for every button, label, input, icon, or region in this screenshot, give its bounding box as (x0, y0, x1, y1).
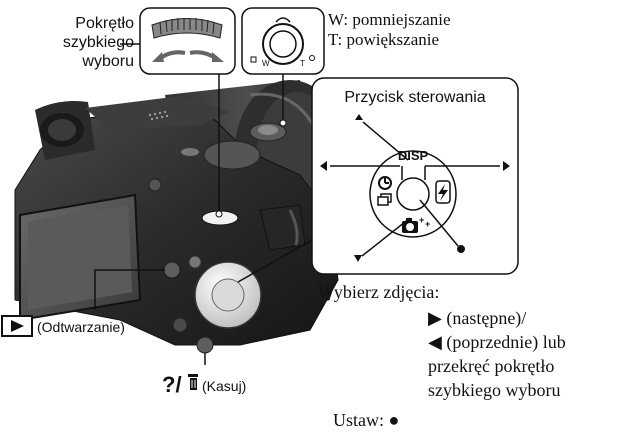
zoom-w-key: W (262, 59, 270, 68)
power-button (181, 148, 199, 156)
menu-button (172, 317, 188, 333)
zoom-w-text: W: pomniejszanie (328, 10, 451, 29)
zoom-t-key: T (300, 59, 305, 68)
dial-label-line1: Pokrętło (75, 15, 134, 32)
set-circle-icon: ● (388, 410, 400, 430)
trash-icon (188, 374, 198, 390)
flash-hump (85, 96, 230, 130)
control-title: Przycisk sterowania (344, 89, 485, 106)
set-line: Ustaw: ● (333, 410, 399, 431)
select-next-text: (następne)/ (446, 308, 527, 328)
down-arrow-icon (354, 255, 362, 262)
delete-prefix: ?/ (162, 372, 182, 397)
control-callout: Przycisk sterowania DISP + + (311, 77, 519, 275)
button-left-upper (148, 178, 162, 192)
select-prev-line: ◀ (poprzednie) lub (428, 332, 566, 353)
playback-button (163, 261, 181, 279)
burst-icon (377, 193, 392, 206)
smile-shutter-icon: + + (402, 215, 430, 233)
svg-text:+: + (419, 215, 424, 225)
fn-button (188, 255, 202, 269)
dial-callout (139, 7, 236, 75)
self-timer-icon (378, 176, 392, 190)
select-dial-line2: szybkiego wyboru (428, 380, 561, 400)
control-wheel (194, 261, 262, 329)
delete-label: (Kasuj) (202, 378, 246, 394)
center-set-icon (457, 245, 465, 253)
select-title: Wybierz zdjęcia: (318, 282, 440, 302)
prev-arrow-icon: ◀ (428, 332, 442, 352)
dial-label-line3: wyboru (82, 53, 134, 70)
right-arrow-icon (503, 161, 510, 171)
zoom-labels: W: pomniejszanie T: powiększanie (328, 10, 451, 50)
flash-icon (435, 180, 451, 204)
zoom-callout: W T (241, 7, 325, 75)
select-dial-line1: przekręć pokrętło (428, 356, 555, 376)
viewfinder (35, 101, 95, 160)
zoom-t-text: T: powiększanie (328, 30, 440, 49)
up-arrow-icon (355, 114, 363, 120)
dial-label-line2: szybkiego (62, 34, 134, 51)
select-prev-text: (poprzednie) lub (446, 332, 566, 352)
disp-label: DISP (398, 148, 429, 163)
playback-icon (1, 315, 33, 337)
svg-text:+: + (425, 219, 430, 229)
next-arrow-icon: ▶ (428, 308, 442, 328)
delete-button (196, 336, 214, 354)
playback-label: (Odtwarzanie) (37, 319, 125, 335)
set-text: Ustaw: (333, 410, 384, 430)
select-next-line: ▶ (następne)/ (428, 308, 526, 329)
left-arrow-icon (320, 161, 327, 171)
leader-lines (94, 43, 313, 365)
dial-label: Pokrętło szybkiego wyboru (40, 14, 134, 71)
mode-dial (203, 140, 261, 170)
flash-grille (148, 110, 169, 121)
